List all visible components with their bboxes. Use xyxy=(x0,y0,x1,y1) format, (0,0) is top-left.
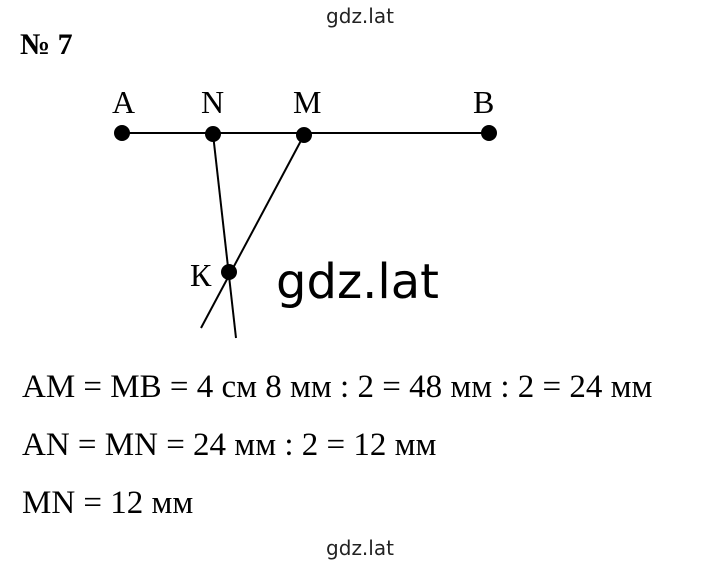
equation-line: AN = MN = 24 мм : 2 = 12 мм xyxy=(22,427,437,463)
equation-line: AM = MB = 4 см 8 мм : 2 = 48 мм : 2 = 24… xyxy=(22,369,653,405)
geometry-diagram: A N M B К gdz.lat xyxy=(112,84,497,339)
label-a: A xyxy=(112,84,135,120)
watermark-center: gdz.lat xyxy=(276,254,439,310)
watermark-bottom: gdz.lat xyxy=(326,536,394,560)
equation-line: MN = 12 мм xyxy=(22,485,194,521)
problem-number: № 7 xyxy=(20,28,73,61)
point-a xyxy=(114,125,130,141)
point-m xyxy=(296,127,312,143)
line-mk xyxy=(200,134,305,329)
point-k xyxy=(221,264,237,280)
label-b: B xyxy=(473,84,494,120)
point-b xyxy=(481,125,497,141)
line-nk xyxy=(212,133,237,339)
watermark-top: gdz.lat xyxy=(326,4,394,28)
point-n xyxy=(205,126,221,142)
label-n: N xyxy=(201,84,224,120)
label-m: M xyxy=(293,84,321,120)
label-k: К xyxy=(190,257,212,293)
